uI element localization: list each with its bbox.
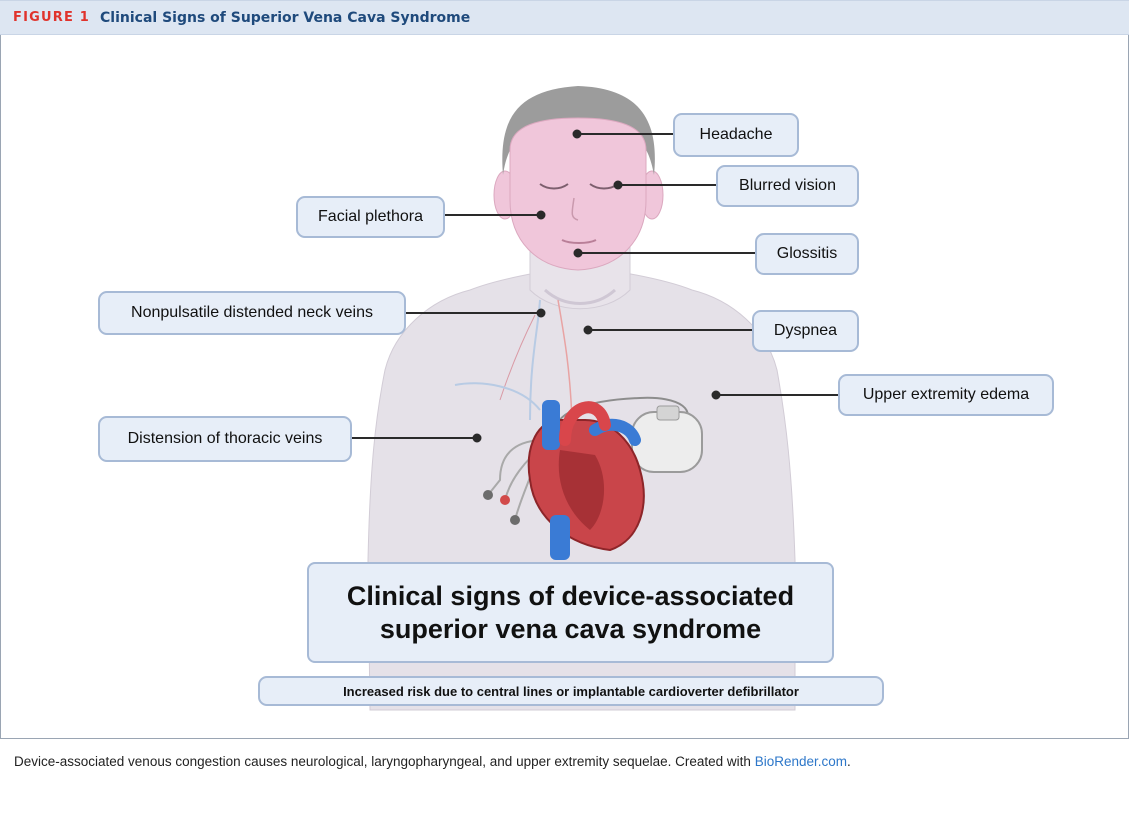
superior-vena-cava bbox=[542, 400, 560, 450]
callout-thoracic-veins: Distension of thoracic veins bbox=[98, 416, 352, 462]
line-port-3 bbox=[510, 515, 520, 525]
icd-device bbox=[632, 412, 702, 472]
callout-neck-veins: Nonpulsatile distended neck veins bbox=[98, 291, 406, 335]
main-title-line-1: Clinical signs of device-associated bbox=[347, 580, 794, 613]
caption-end: . bbox=[847, 754, 851, 769]
callout-dyspnea: Dyspnea bbox=[752, 310, 859, 352]
main-title-line-2: superior vena cava syndrome bbox=[380, 613, 761, 646]
main-title-box: Clinical signs of device-associated supe… bbox=[307, 562, 834, 663]
risk-note-box: Increased risk due to central lines or i… bbox=[258, 676, 884, 706]
figure-caption: Device-associated venous congestion caus… bbox=[14, 754, 851, 769]
callout-facial-plethora: Facial plethora bbox=[296, 196, 445, 238]
callout-blurred-vision: Blurred vision bbox=[716, 165, 859, 207]
icd-header bbox=[657, 406, 679, 420]
callout-headache: Headache bbox=[673, 113, 799, 157]
biorender-link[interactable]: BioRender.com bbox=[755, 754, 847, 769]
line-port-1 bbox=[483, 490, 493, 500]
callout-glossitis: Glossitis bbox=[755, 233, 859, 275]
callout-upper-extremity-edema: Upper extremity edema bbox=[838, 374, 1054, 416]
inferior-vena-cava bbox=[550, 515, 570, 560]
face bbox=[510, 118, 646, 270]
line-port-2 bbox=[500, 495, 510, 505]
caption-text: Device-associated venous congestion caus… bbox=[14, 754, 755, 769]
